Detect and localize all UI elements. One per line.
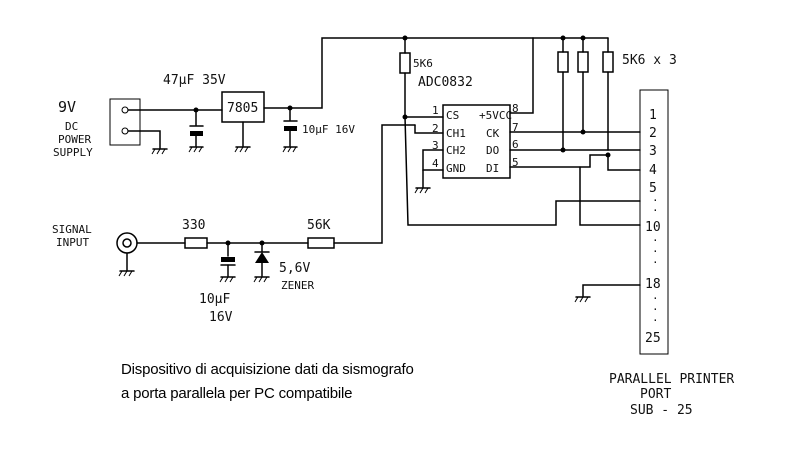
- r2-label: 56K: [307, 218, 331, 233]
- svg-text:·: ·: [652, 256, 659, 269]
- port-pin-25: 25: [645, 331, 661, 346]
- svg-text:·: ·: [652, 245, 659, 258]
- dc-power-jack: [109, 98, 141, 146]
- adc-pinnum-1: 1: [432, 104, 439, 117]
- port-pin-2: 2: [649, 126, 657, 141]
- capacitor-47uf: [188, 109, 204, 153]
- zener-diode: [253, 242, 270, 283]
- di-line: [509, 154, 641, 171]
- ground-symbol-port: [574, 296, 591, 303]
- port-title-1: PARALLEL PRINTER: [609, 372, 734, 387]
- port-title-2: PORT: [640, 387, 671, 402]
- signal-label-1: SIGNAL: [52, 223, 92, 236]
- port-pin-3: 3: [649, 144, 657, 159]
- port-pin-18: 18: [645, 277, 661, 292]
- adc-pinnum-7: 7: [512, 121, 519, 134]
- svg-text:·: ·: [652, 314, 659, 327]
- r1-label: 330: [182, 218, 205, 233]
- adc-pinnum-6: 6: [512, 138, 519, 151]
- port-pin-1: 1: [649, 108, 657, 123]
- signal-line-ch1: [333, 124, 416, 244]
- port-pin-4: 4: [649, 163, 657, 178]
- adc-pin-cs: CS: [446, 109, 459, 122]
- adc-pinnum-3: 3: [432, 139, 439, 152]
- adc-pin-ck: CK: [486, 127, 500, 140]
- caption-line-2: a porta parallela per PC compatibile: [121, 385, 353, 402]
- resistor-56k: [307, 237, 335, 249]
- power-rail-5v: [263, 37, 534, 109]
- adc-name: ADC0832: [418, 75, 473, 90]
- resistor-330: [184, 237, 208, 249]
- ground-line-pin18: [582, 284, 641, 297]
- svg-text:·: ·: [652, 194, 659, 207]
- port-pin-10: 10: [645, 220, 661, 235]
- svg-text:·: ·: [652, 234, 659, 247]
- cap-in-label: 47µF 35V: [163, 73, 226, 88]
- capacitor-10uf-out: [282, 107, 298, 153]
- zener-value: 5,6V: [279, 261, 310, 276]
- power-label-dc: DC: [65, 120, 78, 133]
- cs-line: [404, 116, 641, 226]
- adc-pin-do: DO: [486, 144, 499, 157]
- svg-text:·: ·: [652, 204, 659, 217]
- port-pin-5: 5: [649, 181, 657, 196]
- ground-symbol-adc: [414, 187, 431, 194]
- pullup-single-label: 5K6: [413, 57, 433, 70]
- resistor-5k6-triple: [557, 37, 614, 73]
- adc-pinnum-2: 2: [432, 122, 439, 135]
- adc-pinnum-8: 8: [512, 102, 519, 115]
- resistor-5k6-single: [399, 37, 411, 120]
- power-voltage-label: 9V: [58, 98, 76, 116]
- vcc-line: [509, 37, 534, 114]
- power-label-power: POWER: [58, 133, 91, 146]
- power-label-supply: SUPPLY: [53, 146, 93, 159]
- svg-text:·: ·: [652, 292, 659, 305]
- regulator-label: 7805: [227, 101, 258, 116]
- cap-in-volt: 16V: [209, 310, 233, 325]
- port-title-3: SUB - 25: [630, 403, 693, 418]
- ground-symbol-jack: [139, 130, 168, 155]
- cap-in-value: 10µF: [199, 292, 230, 307]
- regulator-7805: 7805: [221, 91, 265, 153]
- adc-pin-gnd: GND: [446, 162, 466, 175]
- adc-pin-ch2: CH2: [446, 144, 466, 157]
- adc-pinnum-4: 4: [432, 157, 439, 170]
- adc-pin-ch1: CH1: [446, 127, 466, 140]
- adc0832-chip: ADC0832 CS CH1 CH2 GND +5VCC CK DO DI 1 …: [418, 75, 519, 179]
- adc-pin-di: DI: [486, 162, 499, 175]
- adc-pinnum-5: 5: [512, 156, 519, 169]
- capacitor-10uf-in: [219, 242, 236, 283]
- zener-label: ZENER: [281, 279, 314, 292]
- signal-label-2: INPUT: [56, 236, 89, 249]
- db25-connector: 1 2 3 4 5 · · 10 · · · 18 · · · 25: [639, 89, 669, 355]
- caption-line-1: Dispositivo di acquisizione dati da sism…: [121, 361, 414, 378]
- signal-input-jack: [116, 232, 138, 277]
- svg-text:·: ·: [652, 303, 659, 316]
- pullup-triple-label: 5K6 x 3: [622, 53, 677, 68]
- adc-pin-vcc: +5VCC: [479, 109, 512, 122]
- cap-out-label: 10µF 16V: [302, 123, 355, 136]
